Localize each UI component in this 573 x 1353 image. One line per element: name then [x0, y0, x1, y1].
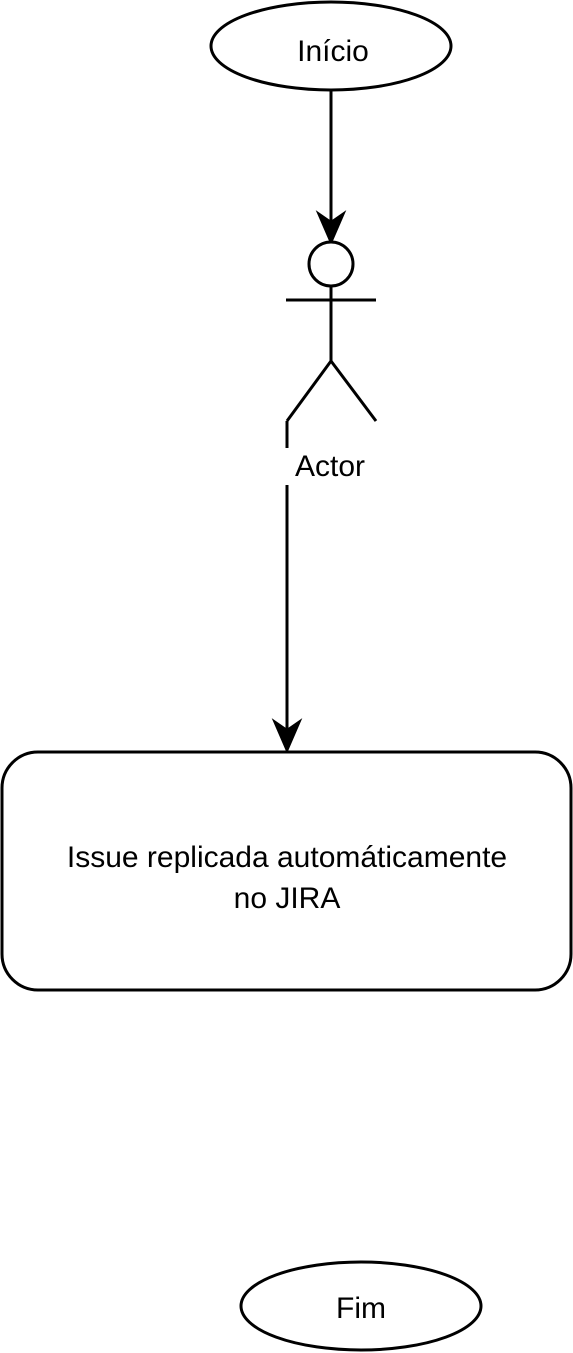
start-node[interactable]: Início: [209, 0, 453, 92]
process-node[interactable]: Issue replicada automáticamente no JIRA: [0, 750, 573, 992]
end-node[interactable]: Fim: [239, 1260, 483, 1352]
arrowhead-icon: [315, 210, 347, 246]
end-ellipse: [239, 1260, 483, 1352]
actor-head: [307, 240, 355, 288]
end-label: Fim: [336, 1292, 386, 1325]
process-label-line1: Issue replicada automáticamente: [67, 841, 507, 874]
actor-label: Actor: [295, 450, 365, 483]
actor-node[interactable]: Actor: [285, 240, 378, 483]
process-label-line2: no JIRA: [234, 882, 341, 915]
process-box: [0, 750, 573, 992]
arrowhead-icon: [271, 718, 303, 754]
actor-left-leg: [285, 360, 333, 422]
actor-right-leg: [329, 360, 378, 422]
start-label: Início: [297, 35, 369, 68]
edge-start-to-actor: [315, 90, 347, 246]
edge-actor-to-process: [271, 421, 303, 754]
